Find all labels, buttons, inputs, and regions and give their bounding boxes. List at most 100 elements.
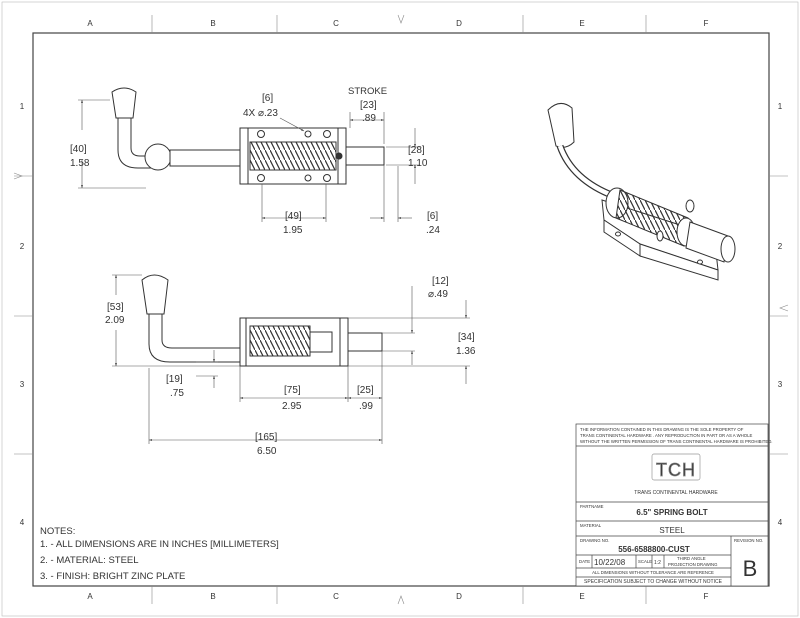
spring (249, 325, 311, 357)
body-length-mm: [75] (284, 385, 301, 396)
handle-arm (117, 118, 156, 169)
partname-value: 6.5" SPRING BOLT (636, 508, 707, 517)
plate-height-mm: [28] (408, 145, 425, 156)
body-height-mm: [34] (458, 332, 475, 343)
zone-row-label: 3 (778, 380, 783, 389)
handle-knob (547, 103, 575, 148)
date-value: 10/22/08 (594, 558, 626, 567)
height-in: 1.58 (70, 158, 90, 169)
pin-length-mm: [25] (357, 385, 374, 396)
spec-note: SPECIFICATION SUBJECT TO CHANGE WITHOUT … (584, 579, 723, 585)
zone-ticks (13, 14, 789, 605)
front-view-dimension-text: [12] ⌀.49 [53] 2.09 [34] 1.36 [19] .75 [… (105, 276, 476, 457)
height-mm: [40] (70, 144, 87, 155)
pin-diameter-in: ⌀.49 (428, 289, 448, 300)
handle-knob (111, 87, 137, 119)
hole-spacing-in: 1.95 (283, 225, 303, 236)
front-view-dimensions (112, 274, 470, 444)
handle-arm-inner (130, 118, 156, 157)
stroke-label: STROKE (348, 86, 387, 97)
zone-col-label: C (333, 19, 339, 28)
drawing-no-value: 556-6588800-CUST (618, 545, 690, 554)
disclaimer-line: TRANS CONTINENTAL HARDWARE . ANY REPRODU… (580, 433, 753, 438)
zone-row-label: 4 (778, 518, 783, 527)
pin-shaft (169, 149, 241, 167)
projection-line: THIRD ANGLE (677, 556, 706, 561)
scale-label: SCALE (638, 559, 652, 564)
zone-col-label: E (579, 592, 584, 601)
revision-label: REVISION NO. (734, 538, 763, 543)
title-block-text: THE INFORMATION CONTAINED IN THIS DRAWIN… (579, 427, 773, 585)
zone-col-label: A (87, 592, 93, 601)
spring (249, 141, 337, 171)
zone-col-label: E (579, 19, 584, 28)
total-height-in: 2.09 (105, 315, 125, 326)
handle-offset-in: .75 (170, 388, 184, 399)
zone-col-label: C (333, 592, 339, 601)
zone-row-label: 3 (20, 380, 25, 389)
zone-row-label: 2 (20, 242, 25, 251)
scale-value: 1:2 (654, 560, 661, 566)
hole-callout-mm: [6] (262, 93, 273, 104)
mounting-hole (304, 174, 312, 182)
company-name: TRANS CONTINENTAL HARDWARE (634, 490, 718, 496)
notes-title: NOTES: (40, 526, 75, 537)
pin-offset-in: .24 (426, 225, 440, 236)
handle-arm (148, 314, 240, 363)
total-height-mm: [53] (107, 302, 124, 313)
partname-label: PARTNAME (580, 504, 604, 509)
zone-col-label: F (704, 592, 709, 601)
top-view-dimensions (78, 99, 420, 222)
zone-row-label: 4 (20, 518, 25, 527)
material-label: MATERIAL (580, 523, 602, 528)
zone-row-label: 2 (778, 242, 783, 251)
zone-row-label: 1 (20, 102, 25, 111)
drawing-no-label: DRAWING NO. (580, 538, 609, 543)
overall-length-in: 6.50 (257, 446, 277, 457)
zone-col-label: D (456, 592, 462, 601)
revision-value: B (743, 556, 758, 581)
zone-col-label: F (704, 19, 709, 28)
plate-height-in: 1.10 (408, 158, 428, 169)
hole-callout-in: 4X ⌀.23 (243, 108, 278, 119)
overall-length-mm: [165] (255, 432, 277, 443)
zone-col-label: A (87, 19, 93, 28)
pin-tip (720, 235, 736, 263)
handle-boss (144, 143, 172, 171)
material-value: STEEL (659, 526, 685, 535)
pin-diameter-mm: [12] (432, 276, 449, 287)
notes: NOTES: 1. - ALL DIMENSIONS ARE IN INCHES… (40, 526, 279, 582)
note-item: 3. - FINISH: BRIGHT ZINC PLATE (40, 571, 185, 582)
stroke-in: .89 (362, 113, 376, 124)
disclaimer-line: THE INFORMATION CONTAINED IN THIS DRAWIN… (580, 427, 744, 432)
handle-offset-mm: [19] (166, 374, 183, 385)
top-view-dimension-text: STROKE [6] 4X ⌀.23 [23] .89 [40] 1.58 [2… (70, 86, 440, 236)
zone-col-label: B (210, 592, 215, 601)
stroke-mm: [23] (360, 100, 377, 111)
zone-row-label: 1 (778, 102, 783, 111)
handle-arm-inner (161, 314, 240, 349)
pin-offset-mm: [6] (427, 211, 438, 222)
isometric-view (547, 103, 736, 281)
disclaimer-line: WITHOUT THE WRITTEN PERMISSION OF TRANS … (580, 439, 773, 444)
body-length-in: 2.95 (282, 401, 302, 412)
projection-line: PROJECTION DRAWING (668, 562, 718, 567)
mounting-hole (304, 130, 312, 138)
mounting-hole (257, 174, 265, 182)
hole-spacing-mm: [49] (285, 211, 302, 222)
body-height-in: 1.36 (456, 346, 476, 357)
zone-col-label: B (210, 19, 215, 28)
pin-length-in: .99 (359, 401, 373, 412)
handle-knob (141, 274, 169, 315)
tolerance-note: ALL DIMENSIONS WITHOUT TOLERANCE ARE REF… (592, 570, 714, 575)
note-item: 2. - MATERIAL: STEEL (40, 555, 139, 566)
zone-labels: A B C D E F A B C D E F 1 2 3 4 1 2 3 4 (20, 19, 783, 601)
mounting-hole (257, 130, 265, 138)
zone-col-label: D (456, 19, 462, 28)
pin-tip (345, 146, 385, 166)
note-item: 1. - ALL DIMENSIONS ARE IN INCHES [MILLI… (40, 539, 279, 550)
title-block (575, 423, 769, 587)
pin-tip (347, 332, 383, 352)
